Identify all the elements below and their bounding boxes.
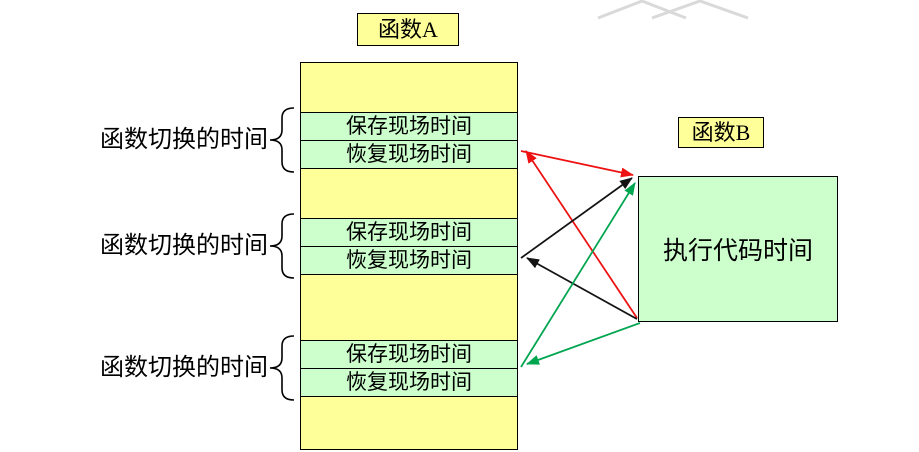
function-b-body-text: 执行代码时间: [662, 238, 813, 265]
switch-time-label-2: 函数切换的时间: [100, 233, 268, 259]
arrow-red-return: [525, 150, 638, 319]
save-context-row-2: 保存现场时间: [300, 218, 518, 247]
switch-time-label-3: 函数切换的时间: [100, 355, 268, 381]
arrow-red-call: [520, 150, 634, 178]
brace-icon-3: [269, 335, 295, 401]
save-context-row-1: 保存现场时间: [300, 112, 518, 141]
arrow-black-call: [520, 177, 633, 259]
arrow-green-return: [526, 322, 641, 365]
brace-icon-1: [269, 107, 295, 173]
function-b-box: 执行代码时间: [638, 176, 838, 322]
function-a-title: 函数A: [357, 13, 459, 46]
restore-context-row-2: 恢复现场时间: [300, 246, 518, 275]
function-b-title: 函数B: [678, 117, 764, 148]
restore-context-row-3: 恢复现场时间: [300, 368, 518, 397]
arrow-green-call: [520, 182, 636, 368]
brace-icon-2: [269, 213, 295, 279]
arrow-black-return: [526, 257, 638, 320]
watermark-zigzag-icon: [597, 0, 687, 20]
save-context-row-3: 保存现场时间: [300, 340, 518, 369]
watermark-zigzag-icon: [651, 0, 749, 20]
switch-time-label-1: 函数切换的时间: [100, 127, 268, 153]
restore-context-row-1: 恢复现场时间: [300, 140, 518, 169]
